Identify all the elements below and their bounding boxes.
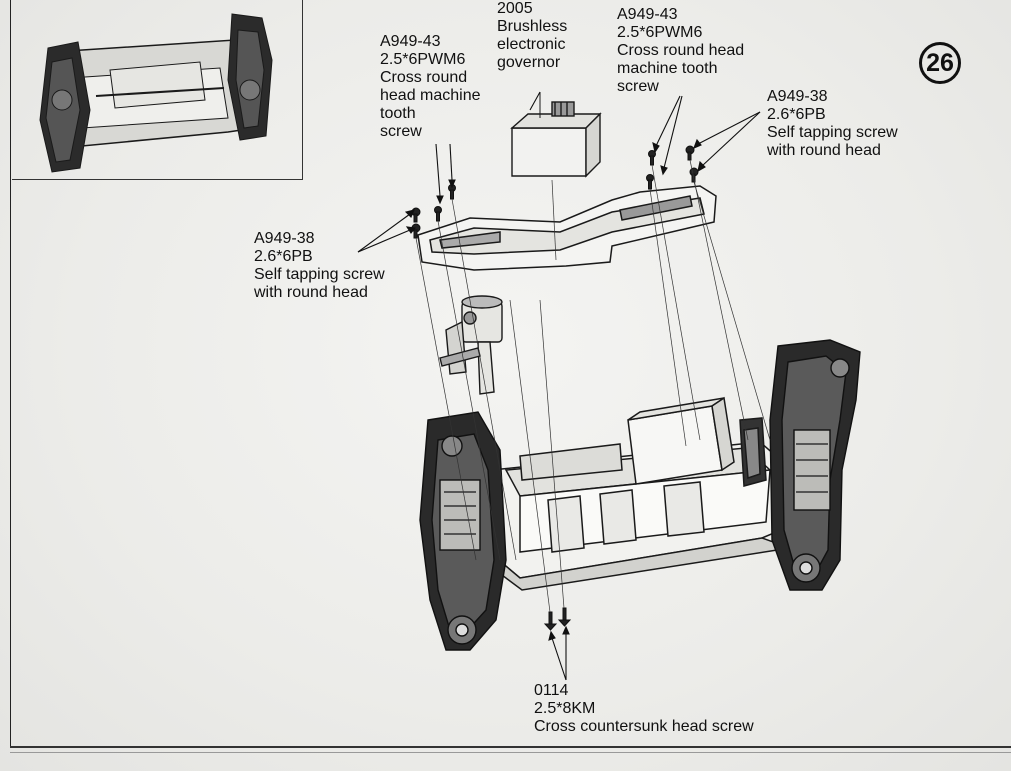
callout-line: A949-38 [767, 88, 828, 105]
screw-a949-43-left-1-icon [434, 206, 442, 222]
callout-line: 2.5*6PWM6 [617, 24, 703, 41]
page-border-left [10, 0, 11, 748]
callout-screw-0114: 0114 2.5*8KM Cross countersunk head scre… [534, 682, 754, 736]
callout-line: A949-43 [380, 33, 441, 50]
screw-a949-43-right-1-icon [648, 150, 656, 166]
step-number-badge: 26 [919, 42, 961, 84]
screw-a949-38-right-1-icon [685, 145, 695, 161]
callout-line: A949-43 [617, 6, 678, 23]
screw-a949-38-left-1-icon [411, 207, 421, 223]
callout-line: machine tooth [617, 60, 718, 77]
callout-line: 2005 [497, 0, 533, 17]
callout-screw-a949-38-right: A949-38 2.6*6PB Self tapping screw with … [767, 88, 898, 160]
screw-a949-43-right-2-icon [646, 174, 654, 190]
page-border-bottom [10, 746, 1011, 748]
callout-line: screw [617, 78, 659, 95]
callout-line: 0114 [534, 682, 569, 699]
callout-line: with round head [254, 284, 368, 301]
callout-line: 2.6*6PB [254, 248, 313, 265]
chassis-tub [489, 396, 793, 591]
top-plate [417, 185, 717, 271]
callout-screw-a949-43-right: A949-43 2.5*6PWM6 Cross round head machi… [617, 6, 744, 96]
screw-0114-1-icon [543, 611, 558, 631]
callout-line: electronic [497, 36, 566, 53]
screw-0114-2-icon [557, 607, 572, 627]
assembly-guide-lines [415, 159, 771, 613]
callout-screw-a949-38-left: A949-38 2.6*6PB Self tapping screw with … [254, 230, 385, 302]
brushless-governor-part [510, 92, 602, 178]
callout-line: Cross countersunk head screw [534, 718, 754, 735]
callout-line: 2.5*8KM [534, 700, 596, 717]
callout-brushless-governor: 2005 Brushless electronic governor [497, 0, 567, 72]
left-hub-assembly [419, 411, 507, 651]
callout-line: head machine [380, 87, 481, 104]
callout-line: governor [497, 54, 561, 71]
callout-screw-a949-43-left: A949-43 2.5*6PWM6 Cross round head machi… [380, 33, 481, 141]
callout-line: 2.6*6PB [767, 106, 826, 123]
completed-chassis-thumbnail [39, 13, 273, 173]
page-border-bottom-thin [10, 752, 1011, 753]
steering-linkage [439, 295, 503, 395]
callout-line: 2.5*6PWM6 [380, 51, 466, 68]
callout-line: screw [380, 123, 422, 140]
leader-arrows [357, 91, 761, 681]
callout-line: tooth [380, 105, 416, 122]
callout-line: Cross round head [617, 42, 745, 59]
callout-line: A949-38 [254, 230, 315, 247]
right-hub-assembly [769, 339, 861, 591]
callout-line: Brushless [497, 18, 568, 35]
callout-line: with round head [767, 142, 881, 159]
callout-line: Self tapping screw [254, 266, 385, 283]
completed-assembly-inset [12, 0, 303, 180]
callout-line: Self tapping screw [767, 124, 898, 141]
callout-line: Cross round [380, 69, 468, 86]
